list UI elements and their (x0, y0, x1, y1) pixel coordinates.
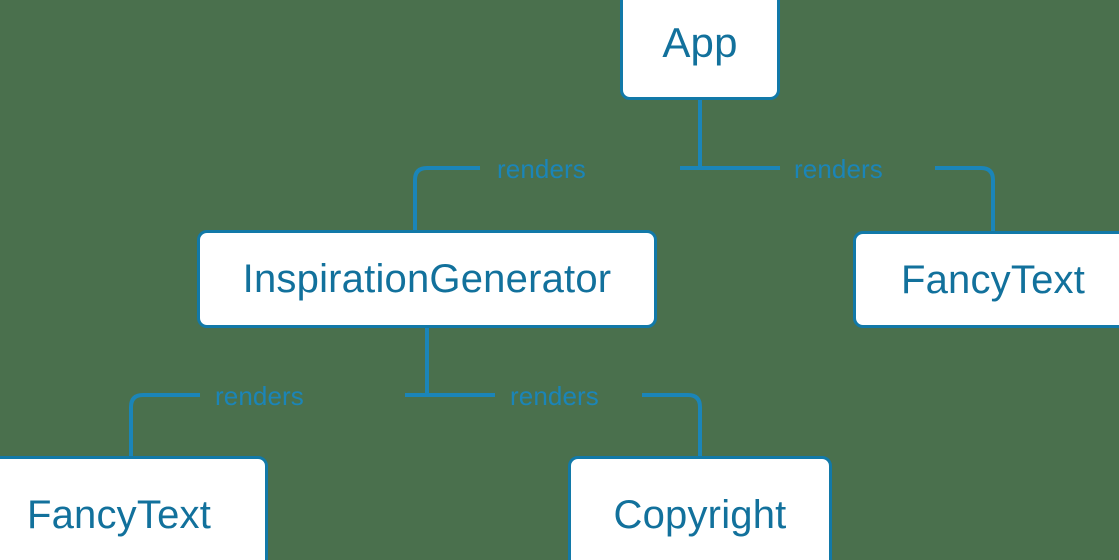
node-fancytext-left[interactable]: FancyText (0, 456, 268, 560)
node-app-label: App (662, 19, 738, 66)
node-inspiration-generator[interactable]: InspirationGenerator (197, 230, 657, 328)
edge-ig-to-fancytext-left-seg (129, 393, 200, 456)
node-app[interactable]: App (620, 0, 780, 100)
node-copyright-label: Copyright (613, 493, 787, 537)
node-fancytext-right[interactable]: FancyText (853, 231, 1119, 328)
node-copyright[interactable]: Copyright (568, 456, 832, 560)
edge-app-to-inspiration-left-seg (413, 166, 480, 230)
node-fancytext-left-label: FancyText (26, 493, 212, 537)
node-inspiration-generator-label: InspirationGenerator (242, 257, 612, 301)
node-fancytext-right-label: FancyText (900, 257, 1086, 302)
edge-label-inspiration-generator-to-fancytext: renders (215, 381, 304, 411)
edge-ig-to-copyright-right-seg (642, 393, 702, 456)
edge-label-app-to-fancytext: renders (794, 154, 883, 184)
edge-app-to-fancytext-right-seg (935, 166, 995, 231)
edge-label-inspiration-generator-to-copyright: renders (510, 381, 599, 411)
edge-label-app-to-inspiration-generator: renders (497, 154, 586, 184)
